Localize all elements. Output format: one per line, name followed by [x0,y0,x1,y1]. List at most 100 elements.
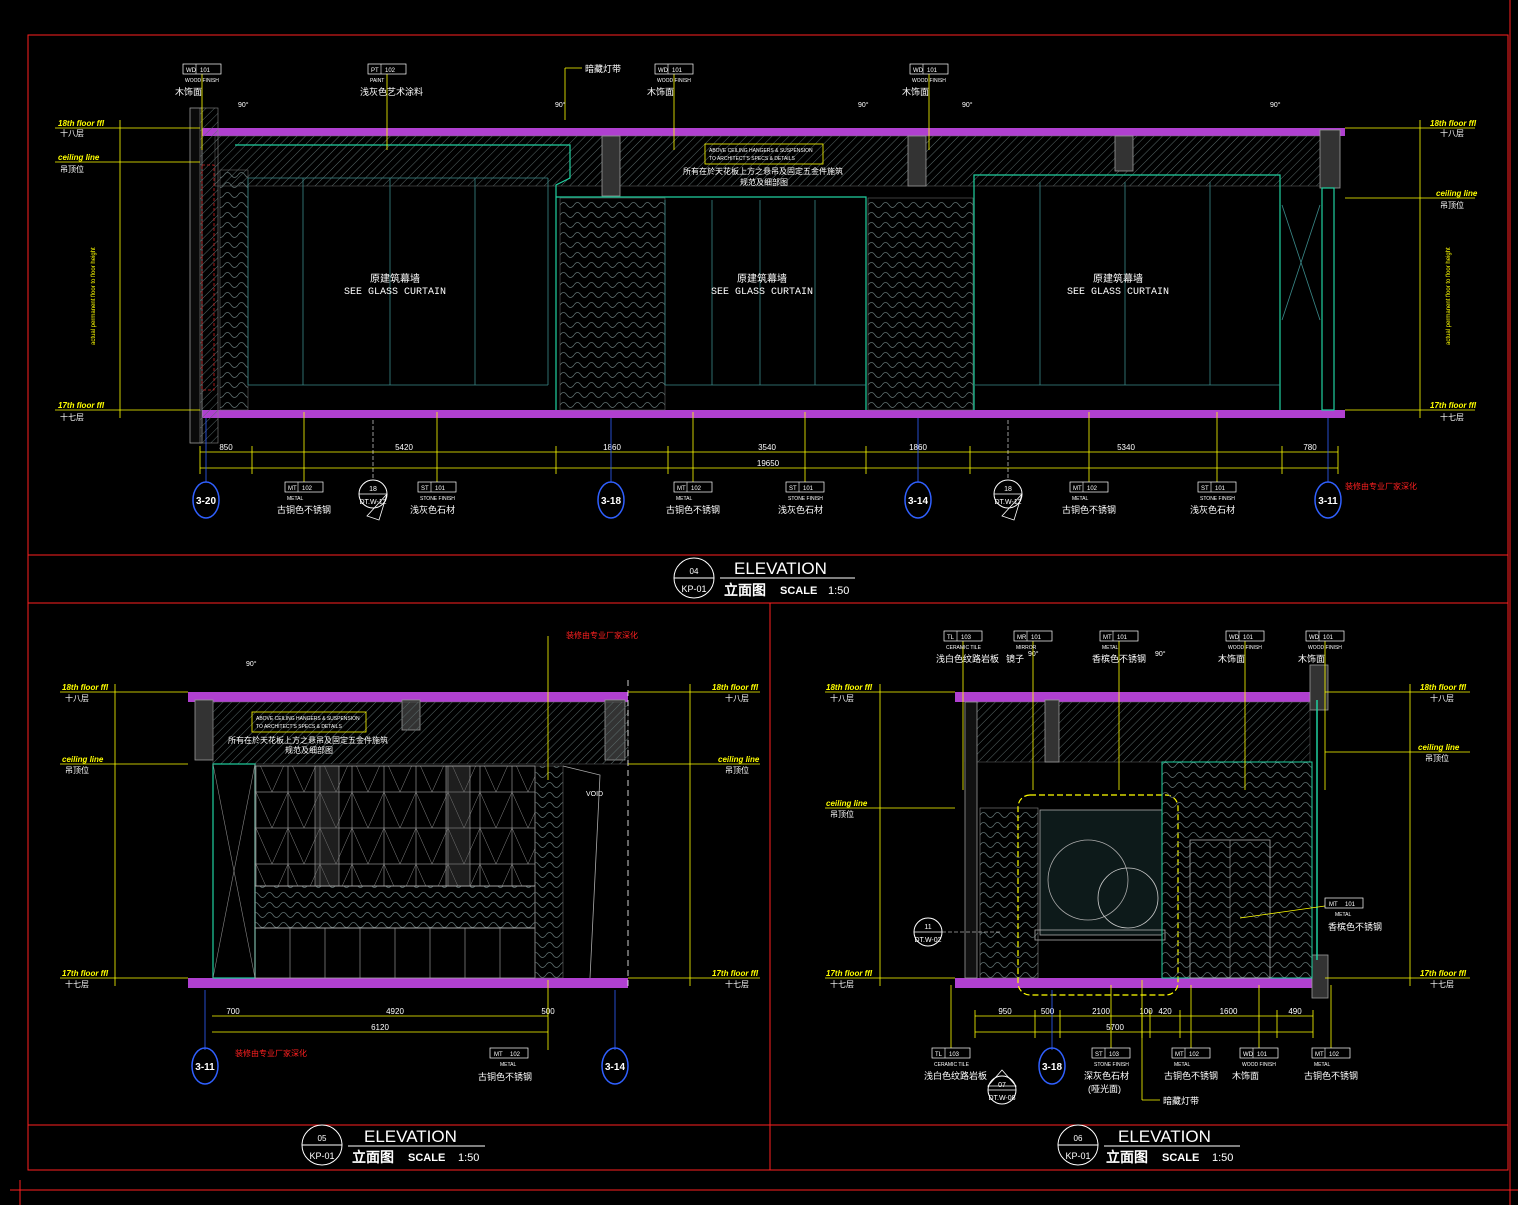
tag-chinese: 木饰面 [647,86,674,97]
level-18-label-left: 18th floor ffl [826,683,873,692]
level-18-cn-right: 十八层 [725,693,749,703]
ceiling-label-left: ceiling line [62,755,104,764]
dim-6: 490 [1288,1007,1302,1016]
ceiling-label-right: ceiling line [1418,743,1460,752]
level-17-cn-right: 十七层 [725,979,749,989]
tag-chinese: 浅灰色艺术涂料 [360,86,423,97]
tag-chinese: 浅灰色石材 [410,504,455,515]
ceiling-label-right: ceiling line [1436,189,1478,198]
tag-chinese: 古铜色不锈钢 [1164,1070,1218,1081]
dim-0: 700 [226,1007,240,1016]
tag-number: 101 [927,68,938,74]
tag-code: MR [1017,635,1027,641]
tag-number: 101 [1215,486,1226,492]
ceiling-cn-left: 吊顶位 [60,164,84,174]
level-18-label-right: 18th floor ffl [712,683,759,692]
section-number: 18 [369,486,377,493]
elevation-04: ABOVE CEILING HANGERS & SUSPENSION TO AR… [55,63,1478,599]
tag-code: ST [421,486,429,492]
title-number: 04 [690,567,699,576]
ceiling-note-cn1: 所有在於天花板上方之悬吊及固定五金件施筑 [683,166,843,176]
level-18-cn-right: 十八层 [1440,128,1464,138]
level-17-label-left: 17th floor ffl [826,969,873,978]
tag-number: 101 [1243,635,1254,641]
void-label: VOID [586,791,603,798]
ceiling-note-en1: ABOVE CEILING HANGERS & SUSPENSION [256,716,360,722]
ceiling-note-cn2: 规范及细部图 [285,745,333,755]
ceiling-note-en2: TO ARCHITECT'S SPECS & DETAILS [256,724,342,730]
tag-number: 102 [302,486,313,492]
dim-2: 1860 [603,443,621,452]
tag-code: WD [186,68,197,74]
ceiling-note-cn1: 所有在於天花板上方之悬吊及固定五金件施筑 [228,735,388,745]
title-sheet-ref: KP-01 [681,584,706,594]
total-dimension: 5700 [1106,1023,1124,1032]
grid-bubble-3-18: 3-18 [1042,1062,1062,1073]
height-label-en-right: actual permanent floor to floor height [1446,247,1452,345]
sheet-frame [10,0,1518,1205]
grid-bubble-1: 3-18 [601,496,621,507]
grid-bubble-3: 3-11 [1318,496,1338,507]
tag-code: TL [947,635,955,641]
title-scale-label: SCALE [780,585,817,597]
angle-label: 90° [246,660,257,668]
tag-english: STONE FINISH [788,496,823,502]
section-marker-11: 11 DT.W-02 [913,917,1000,947]
svg-text:立面图: 立面图 [352,1149,394,1165]
svg-text:101: 101 [1345,902,1356,908]
angle-label-3: 90° [1270,101,1281,109]
level-17-cn-left: 十七层 [830,979,854,989]
tag-chinese: 深灰色石材 [1084,1070,1129,1081]
dim-1: 5420 [395,443,413,452]
ceiling-note-cn2: 规范及细部图 [740,177,788,187]
grid-bubble-3-11: 3-11 [195,1062,215,1073]
glass-label-cn-1: 原建筑幕墙 [370,272,420,285]
tag-chinese: 木饰面 [175,86,202,97]
svg-text:METAL: METAL [500,1062,517,1068]
tag-number: 101 [435,486,446,492]
dim-5: 1600 [1220,1007,1238,1016]
tag-number: 103 [949,1052,960,1058]
tag-code: TL [935,1052,943,1058]
tag-english: WOOD FINISH [1308,645,1342,651]
tag-chinese: 古铜色不锈钢 [1304,1070,1358,1081]
total-dimension: 19650 [757,459,780,468]
tag-chinese: 暗藏灯带 [585,63,621,74]
svg-text:1:50: 1:50 [1212,1152,1233,1164]
tag-english: WOOD FINISH [657,78,691,84]
level-18-cn-left: 十八层 [830,693,854,703]
level-18-label-right: 18th floor ffl [1430,119,1477,128]
tag-chinese: 木饰面 [902,86,929,97]
ceiling-cn-left: 吊顶位 [830,809,854,819]
level-17-cn-left: 十七层 [65,979,89,989]
tag-english: METAL [676,496,693,502]
level-18-label-right: 18th floor ffl [1420,683,1467,692]
ceiling-label-left: ceiling line [58,153,100,162]
level-17-label-right: 17th floor ffl [1420,969,1467,978]
title-scale: 1:50 [828,585,849,597]
tag-english: STONE FINISH [1094,1062,1129,1068]
title-text: ELEVATION [734,559,827,578]
ceiling-note-en2: TO ARCHITECT'S SPECS & DETAILS [709,156,795,162]
angle-label-4: 90° [962,101,973,109]
tag-code: ST [1095,1052,1103,1058]
tag-chinese: 古铜色不锈钢 [277,504,331,515]
dim-5: 5340 [1117,443,1135,452]
red-note-top: 装修由专业厂家深化 [566,630,638,640]
tag-number: 102 [385,68,396,74]
tag-english: WOOD FINISH [1242,1062,1276,1068]
